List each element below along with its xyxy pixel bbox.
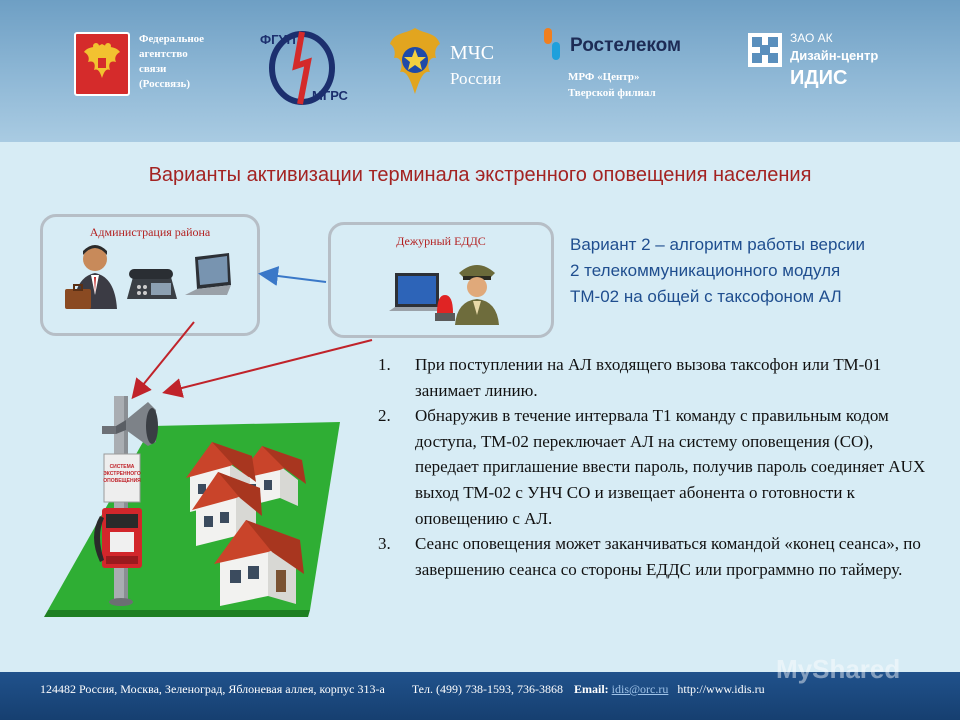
footer-email-link[interactable]: idis@orc.ru (611, 682, 669, 696)
desk-phone-icon (127, 269, 177, 299)
edds-to-admin-arrow (258, 266, 327, 286)
alert-box-text: ЭКСТРЕННОГО (103, 471, 141, 477)
fgup-top-text: ФГУП (260, 32, 296, 47)
list-item-text: При поступлении на АЛ входящего вызова т… (415, 355, 882, 400)
edds-box: Дежурный ЕДДС (328, 222, 554, 338)
laptop-icon (185, 253, 231, 295)
footer-website-link[interactable]: http://www.idis.ru (677, 682, 765, 696)
rostelecom-subcaption: МРФ «Центр» Тверской филиал (568, 69, 708, 101)
rostelecom-name: Ростелеком (570, 35, 682, 56)
variant-line: Вариант 2 – алгоритм работы версии (570, 235, 865, 254)
mchs-line2: России (450, 69, 502, 88)
header-band: Федеральное агентство связи (Россвязь) Ф… (0, 0, 960, 142)
mchs-emblem-icon (386, 24, 444, 98)
idis-caption: ЗАО АК Дизайн-центр ИДИС (790, 30, 940, 91)
rostelecom-logo: Ростелеком (540, 26, 700, 62)
slide-title: Варианты активизации терминала экстренно… (148, 164, 812, 186)
edds-box-label: Дежурный ЕДДС (396, 234, 486, 248)
rossvyaz-line: связи (139, 63, 167, 75)
variant-description: Вариант 2 – алгоритм работы версии 2 тел… (570, 232, 950, 310)
idis-logo-icon (748, 33, 782, 67)
idis-line3: ИДИС (790, 67, 848, 89)
rossvyaz-caption: Федеральное агентство связи (Россвязь) (139, 32, 239, 92)
fgup-mgrs-logo: ФГУП МГРС (258, 26, 354, 106)
admin-box-label: Администрация района (89, 225, 211, 239)
watermark: MyShared (776, 654, 901, 684)
footer-email-label: Email: (573, 682, 609, 696)
idis-line2: Дизайн-центр (790, 48, 879, 63)
admin-box: Администрация района (40, 214, 260, 336)
steps-list: 1. При поступлении на АЛ входящего вызов… (378, 352, 938, 582)
list-item-number: 3. (378, 534, 391, 554)
idis-line1: ЗАО АК (790, 31, 833, 45)
mchs-line1: МЧС (450, 42, 495, 64)
admin-illustration (65, 245, 231, 309)
footer-address: 124482 Россия, Москва, Зеленоград, Яблон… (40, 682, 385, 696)
loudspeaker-icon (102, 402, 158, 446)
house-icon (214, 520, 304, 606)
lawn (48, 422, 340, 610)
rossvyaz-line: Федеральное (139, 33, 205, 45)
list-item: 1. При поступлении на АЛ входящего вызов… (378, 352, 938, 403)
list-item: 2. Обнаружив в течение интервала Т1 кома… (378, 403, 938, 531)
list-item-number: 1. (378, 355, 391, 374)
officer-icon (455, 265, 499, 325)
alert-box-text: ОПОВЕЩЕНИЯ (103, 478, 141, 484)
businessman-icon (65, 245, 117, 309)
alarm-beacon-icon (435, 295, 455, 321)
rossvyaz-line: (Россвязь) (139, 78, 191, 90)
fgup-bottom-text: МГРС (312, 88, 349, 103)
variant-line: ТМ-02 на общей с таксофоном АЛ (570, 287, 842, 306)
rostelecom-sub1: МРФ «Центр» (568, 71, 640, 83)
payphone-icon (94, 508, 142, 568)
edds-illustration (389, 265, 499, 325)
rossvyaz-line: агентство (139, 48, 188, 60)
footer-phone: Тел. (499) 738-1593, 736-3868 (411, 682, 563, 696)
village-scene: СИСТЕМА ЭКСТРЕННОГО ОПОВЕЩЕНИЯ (40, 330, 370, 620)
alert-system-box: СИСТЕМА ЭКСТРЕННОГО ОПОВЕЩЕНИЯ (103, 453, 141, 503)
variant-line: 2 телекоммуникационного модуля (570, 261, 841, 280)
rostelecom-sub2: Тверской филиал (568, 87, 656, 99)
mchs-caption: МЧС России (450, 40, 530, 92)
alert-box-text: СИСТЕМА (110, 464, 135, 470)
footer-contacts: 124482 Россия, Москва, Зеленоград, Яблон… (40, 682, 765, 697)
footer: 124482 Россия, Москва, Зеленоград, Яблон… (0, 672, 960, 720)
list-item-number: 2. (378, 406, 391, 426)
laptop-icon (389, 273, 445, 311)
coat-of-arms-icon (74, 32, 130, 96)
list-item-text: Обнаружив в течение интервала Т1 команду… (415, 406, 926, 528)
list-item: 3. Сеанс оповещения может заканчиваться … (378, 531, 938, 582)
list-item-text: Сеанс оповещения может заканчиваться ком… (415, 534, 921, 579)
house-icon (192, 472, 262, 546)
